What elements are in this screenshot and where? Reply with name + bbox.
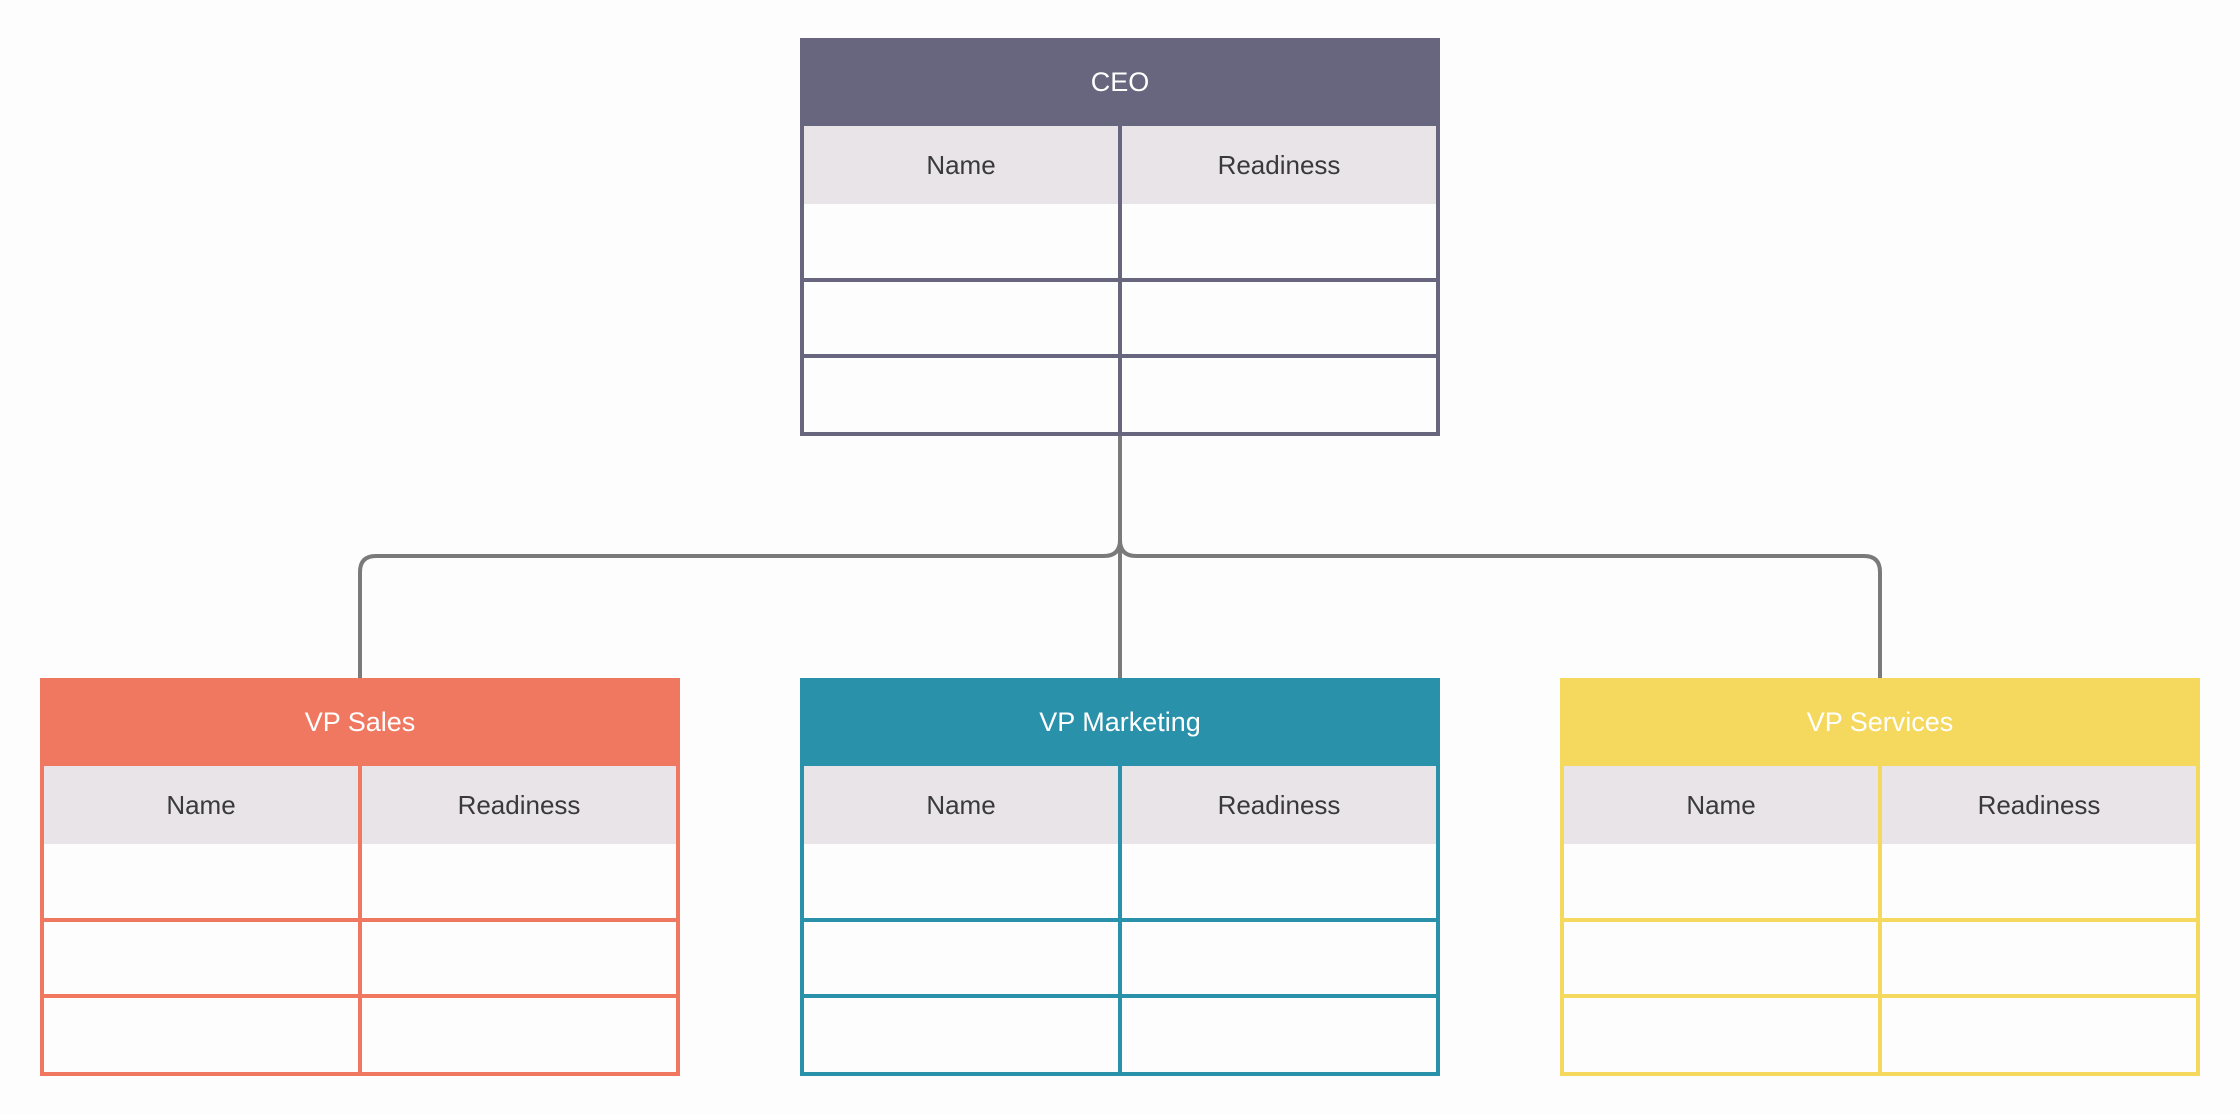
vp-services-name-column-header: Name xyxy=(1564,762,1882,844)
vp-services-readiness-cell xyxy=(1880,844,2196,920)
vp-sales-name-column-header: Name xyxy=(44,762,362,844)
ceo-name-cell xyxy=(804,278,1122,356)
vp-services-table: Name Readiness xyxy=(1564,762,2196,1072)
connector-ceo-to-vp-sales xyxy=(358,432,1122,680)
vp-sales-card-header: VP Sales xyxy=(44,682,676,762)
vp-marketing-readiness-column-header: Readiness xyxy=(1120,762,1436,844)
ceo-readiness-column-header: Readiness xyxy=(1120,122,1436,204)
ceo-name-cell xyxy=(804,204,1122,280)
vp-sales-table: Name Readiness xyxy=(44,762,676,1072)
table-row xyxy=(44,994,676,1072)
vp-marketing-table: Name Readiness xyxy=(804,762,1436,1072)
vp-sales-readiness-cell xyxy=(360,918,676,996)
ceo-name-column-header: Name xyxy=(804,122,1122,204)
table-row xyxy=(1564,918,2196,996)
vp-sales-readiness-cell xyxy=(360,844,676,920)
vp-marketing-name-cell xyxy=(804,918,1122,996)
table-row xyxy=(804,204,1436,280)
ceo-name-cell xyxy=(804,354,1122,432)
vp-sales-name-cell xyxy=(44,918,362,996)
vp-services-readiness-cell xyxy=(1880,918,2196,996)
vp-services-readiness-cell xyxy=(1880,994,2196,1072)
ceo-readiness-cell xyxy=(1120,204,1436,280)
ceo-readiness-cell xyxy=(1120,278,1436,356)
vp-sales-readiness-cell xyxy=(360,994,676,1072)
vp-sales-name-cell xyxy=(44,994,362,1072)
table-row xyxy=(804,994,1436,1072)
vp-sales-card: VP Sales Name Readiness xyxy=(40,678,680,1076)
vp-services-name-cell xyxy=(1564,918,1882,996)
table-row xyxy=(804,278,1436,356)
table-row xyxy=(1564,844,2196,920)
vp-marketing-name-cell xyxy=(804,994,1122,1072)
vp-marketing-readiness-cell xyxy=(1120,844,1436,920)
vp-marketing-card-header: VP Marketing xyxy=(804,682,1436,762)
table-row xyxy=(1564,994,2196,1072)
ceo-table: Name Readiness xyxy=(804,122,1436,432)
vp-sales-card-title: VP Sales xyxy=(304,706,416,737)
vp-services-card: VP Services Name Readiness xyxy=(1560,678,2200,1076)
vp-services-readiness-column-header: Readiness xyxy=(1880,762,2196,844)
ceo-card: CEO Name Readiness xyxy=(800,38,1440,436)
table-row xyxy=(804,354,1436,432)
vp-marketing-card-title: VP Marketing xyxy=(1039,706,1201,737)
vp-sales-readiness-column-header: Readiness xyxy=(360,762,676,844)
vp-marketing-table-header-row: Name Readiness xyxy=(804,762,1436,844)
ceo-card-title: CEO xyxy=(1090,66,1150,97)
vp-services-card-header: VP Services xyxy=(1564,682,2196,762)
vp-marketing-readiness-cell xyxy=(1120,918,1436,996)
vp-sales-name-cell xyxy=(44,844,362,920)
table-row xyxy=(804,844,1436,920)
ceo-table-header-row: Name Readiness xyxy=(804,122,1436,204)
vp-services-name-cell xyxy=(1564,844,1882,920)
ceo-readiness-cell xyxy=(1120,354,1436,432)
vp-services-table-header-row: Name Readiness xyxy=(1564,762,2196,844)
table-row xyxy=(44,918,676,996)
vp-marketing-readiness-cell xyxy=(1120,994,1436,1072)
vp-services-card-title: VP Services xyxy=(1806,706,1954,737)
vp-marketing-card: VP Marketing Name Readiness xyxy=(800,678,1440,1076)
vp-marketing-name-cell xyxy=(804,844,1122,920)
vp-services-name-cell xyxy=(1564,994,1882,1072)
table-row xyxy=(44,844,676,920)
connector-ceo-to-vp-services xyxy=(1118,432,1882,680)
vp-sales-table-header-row: Name Readiness xyxy=(44,762,676,844)
vp-marketing-name-column-header: Name xyxy=(804,762,1122,844)
ceo-card-header: CEO xyxy=(804,42,1436,122)
table-row xyxy=(804,918,1436,996)
